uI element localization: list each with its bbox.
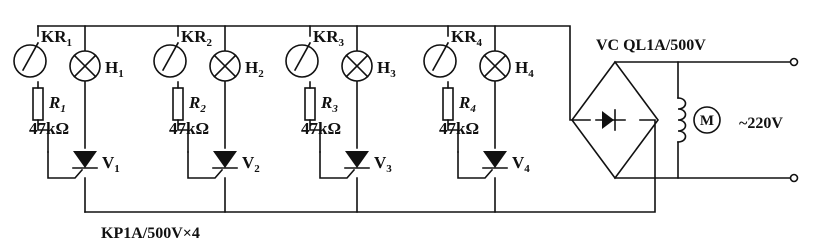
bridge-rectifier — [571, 60, 791, 180]
thyristor-icon — [73, 151, 97, 168]
lamp-label: H1 — [105, 58, 124, 80]
relay-switch-contact — [293, 41, 312, 72]
gate-wire — [47, 151, 84, 179]
lamp-label: H2 — [245, 58, 264, 80]
thyristor-icon — [213, 151, 237, 168]
thyristor-label: V1 — [102, 153, 120, 175]
thyristor-icon — [483, 151, 507, 168]
thyristor-label: V4 — [512, 153, 530, 175]
lamp-icon — [209, 50, 241, 82]
switch-label: KR1 — [41, 27, 72, 49]
gate-wire — [319, 151, 356, 179]
resistor-icon — [172, 87, 184, 121]
switch-label: KR4 — [451, 27, 483, 49]
relay-switch-contact — [431, 41, 450, 72]
wire — [309, 25, 321, 153]
thyristor-label: V2 — [242, 153, 260, 175]
relay-switch-icon — [285, 44, 319, 78]
resistor-label: R1 — [48, 93, 66, 115]
coil-icon — [677, 97, 687, 143]
gate-wire — [187, 151, 224, 179]
relay-switch-contact — [21, 41, 40, 72]
thyristor-label: V3 — [374, 153, 392, 175]
channel-1: KR1 H1 R1 47kΩ V1 — [13, 25, 124, 213]
top-bus-wire — [37, 25, 591, 121]
wire — [37, 25, 49, 153]
resistor-value: 47kΩ — [439, 119, 479, 138]
lamp-label: H4 — [515, 58, 534, 80]
motor-icon — [693, 106, 721, 134]
resistor-value: 47kΩ — [301, 119, 341, 138]
channel-4: KR4 H4 R4 47kΩ V4 — [423, 25, 534, 213]
lamp-cross — [213, 54, 237, 78]
wire — [177, 25, 189, 153]
relay-switch-icon — [423, 44, 457, 78]
relay-switch-contact — [161, 41, 180, 72]
resistor-label: R2 — [188, 93, 206, 115]
resistor-icon — [32, 87, 44, 121]
channel-3: KR3 H3 R3 47kΩ V3 — [285, 25, 396, 213]
lamp-icon — [69, 50, 101, 82]
resistor-label: R3 — [320, 93, 338, 115]
bottom-bus-wire — [84, 119, 656, 213]
motor-branch — [677, 61, 721, 179]
bridge-label: VC QL1A/500V — [596, 37, 706, 54]
resistor-label: R4 — [458, 93, 476, 115]
thyristor-icon — [345, 151, 369, 168]
switch-label: KR2 — [181, 27, 213, 49]
gate-wire — [457, 151, 494, 179]
switch-label: KR3 — [313, 27, 345, 49]
lamp-icon — [341, 50, 373, 82]
resistor-value: 47kΩ — [29, 119, 69, 138]
resistor-icon — [442, 87, 454, 121]
lamp-label: H3 — [377, 58, 396, 80]
lamp-icon — [479, 50, 511, 82]
supply-label: ~220V — [739, 115, 783, 132]
lamp-cross — [73, 54, 97, 78]
thyristor-rating-label: KP1A/500V×4 — [101, 225, 200, 242]
lamp-cross — [345, 54, 369, 78]
resistor-icon — [304, 87, 316, 121]
terminal-bottom-icon — [789, 173, 799, 183]
relay-switch-icon — [13, 44, 47, 78]
resistor-value: 47kΩ — [169, 119, 209, 138]
terminal-top-icon — [789, 57, 799, 67]
motor-symbol: M — [700, 113, 714, 129]
channel-2: KR2 H2 R2 47kΩ V2 — [153, 25, 264, 213]
wire — [447, 25, 459, 153]
relay-switch-icon — [153, 44, 187, 78]
lamp-cross — [483, 54, 507, 78]
